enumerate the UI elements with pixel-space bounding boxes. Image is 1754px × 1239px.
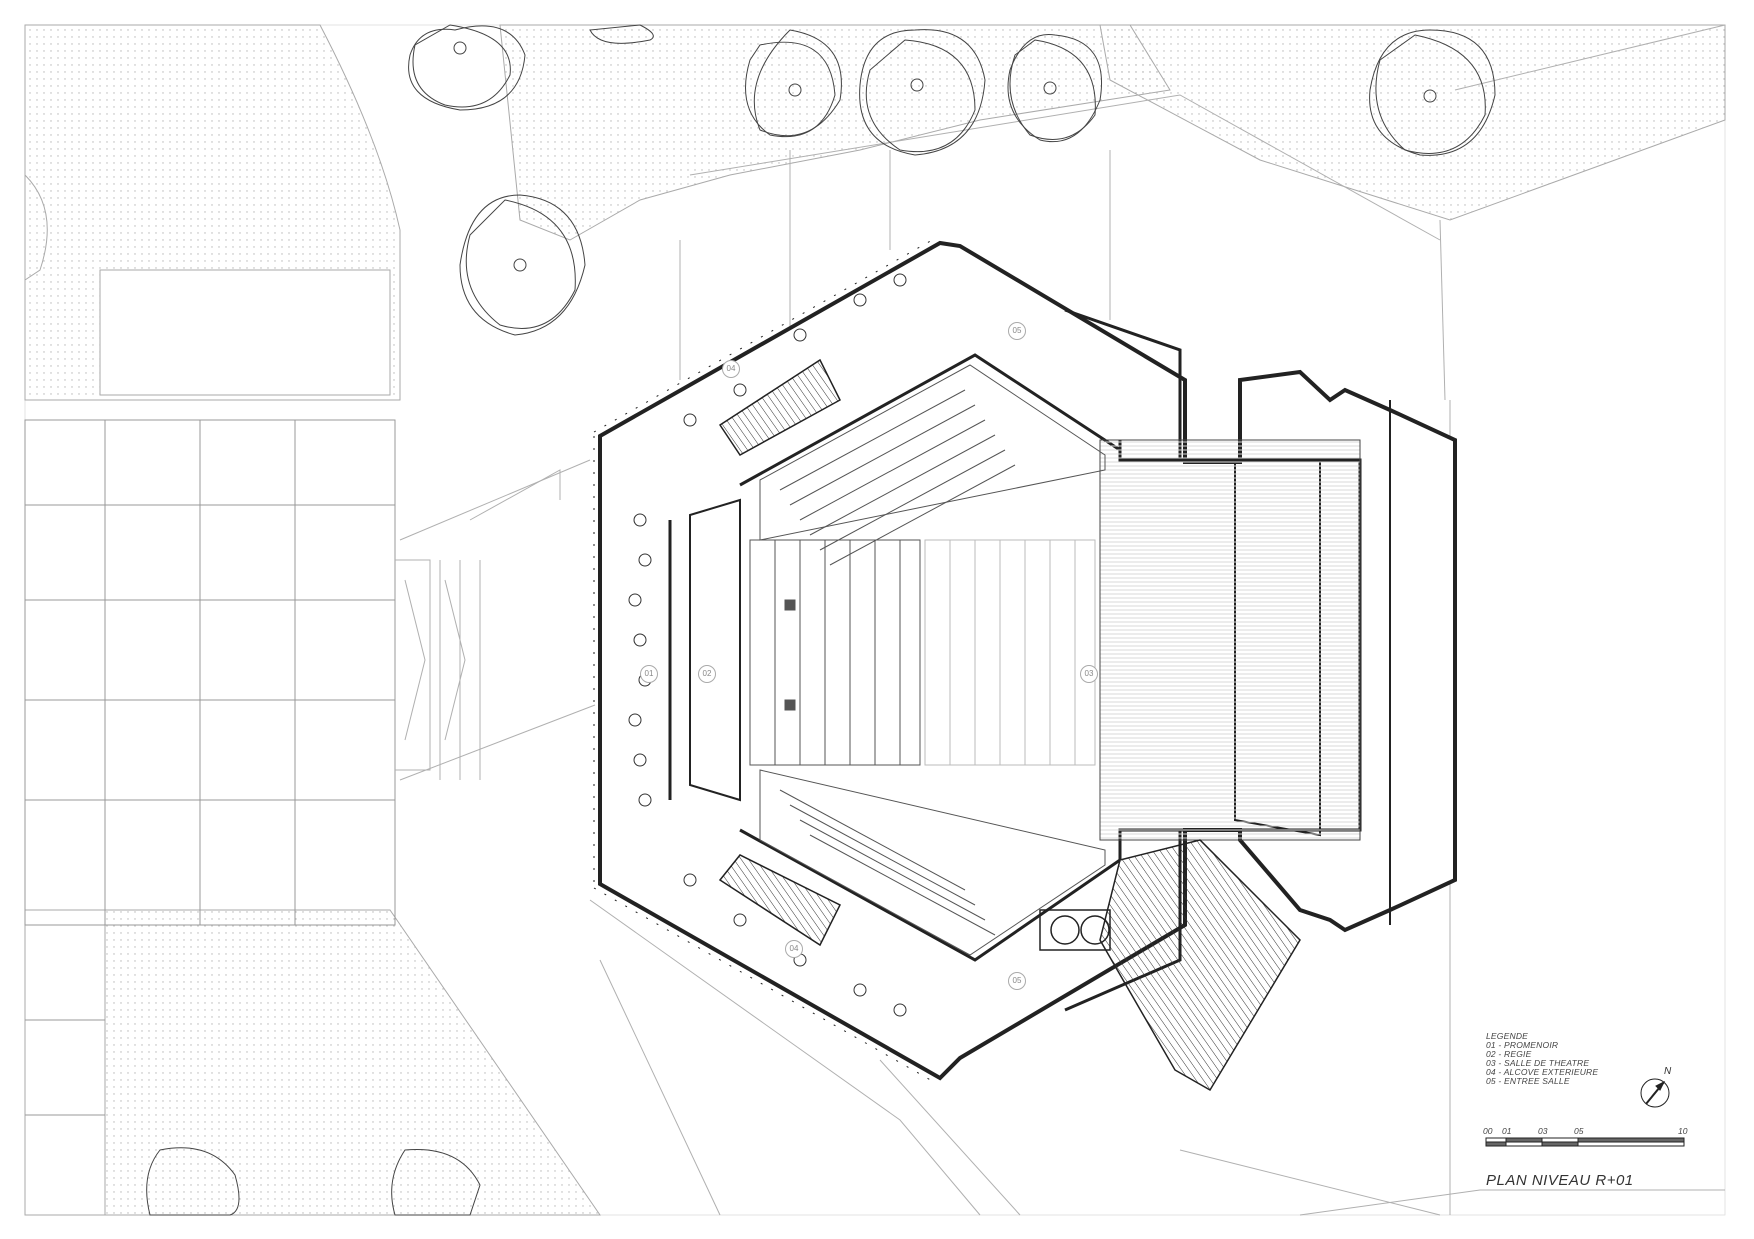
tree bbox=[589, 24, 654, 44]
tree bbox=[391, 1148, 481, 1216]
room-tag-salle-theatre: 03 bbox=[1080, 665, 1098, 683]
site-lines bbox=[395, 24, 1726, 1216]
scale-tick-label: 05 bbox=[1574, 1126, 1584, 1136]
tree bbox=[859, 29, 986, 156]
legend-item: 03 - SALLE DE THEATRE bbox=[1486, 1058, 1590, 1068]
landscape-paving bbox=[24, 24, 1726, 1216]
legend-item: 04 - ALCOVE EXTERIEURE bbox=[1486, 1067, 1599, 1077]
room-tag-entree-north: 05 bbox=[1008, 322, 1026, 340]
room-tag-promenoir: 01 bbox=[640, 665, 658, 683]
tree bbox=[146, 1147, 240, 1216]
seating-main bbox=[749, 539, 1096, 766]
legend-item: 05 - ENTREE SALLE bbox=[1486, 1076, 1570, 1086]
entry-lobby bbox=[1039, 909, 1111, 951]
legend-item: 02 - REGIE bbox=[1486, 1049, 1532, 1059]
alcove-stairs bbox=[718, 358, 1301, 1092]
north-arrow-icon bbox=[1640, 1078, 1670, 1108]
scale-tick-label: 10 bbox=[1678, 1126, 1688, 1136]
tree bbox=[408, 24, 526, 111]
seating-upper bbox=[759, 364, 1106, 566]
legend-item: 01 - PROMENOIR bbox=[1486, 1040, 1559, 1050]
promenoir-furniture bbox=[628, 273, 907, 1017]
tree bbox=[459, 194, 586, 336]
north-label: N bbox=[1664, 1066, 1672, 1077]
scale-bar bbox=[1485, 1137, 1685, 1147]
stage-floor bbox=[1099, 439, 1361, 841]
room-tag-regie: 02 bbox=[698, 665, 716, 683]
trees bbox=[146, 24, 1496, 1216]
legend-heading: LEGENDE bbox=[1486, 1031, 1529, 1041]
scale-tick-label: 03 bbox=[1538, 1126, 1548, 1136]
room-tag-alcove-north: 04 bbox=[722, 360, 740, 378]
legend: LEGENDE 01 - PROMENOIR 02 - REGIE 03 - S… bbox=[1486, 1032, 1598, 1086]
room-tag-entree-south: 05 bbox=[1008, 972, 1026, 990]
room-tag-alcove-south: 04 bbox=[785, 940, 803, 958]
scale-tick-label: 00 bbox=[1483, 1126, 1493, 1136]
scale-tick-label: 01 bbox=[1502, 1126, 1512, 1136]
tree bbox=[745, 29, 842, 138]
tree bbox=[1369, 29, 1496, 156]
drawing-title: PLAN NIVEAU R+01 bbox=[1486, 1172, 1634, 1189]
seating-lower bbox=[759, 769, 1106, 956]
tree bbox=[1007, 33, 1102, 143]
paving-grid bbox=[24, 419, 396, 1116]
